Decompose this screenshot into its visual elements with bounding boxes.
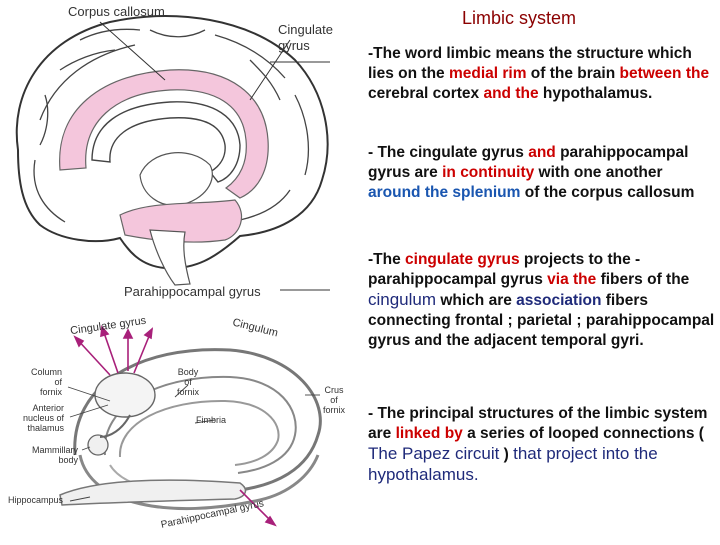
label-fimbria: Fimbria [196,415,227,425]
medial-brain-figure: Corpus callosum Cingulate gyrus Parahipp… [0,0,340,300]
label-mammillary-body: Mammillary body [32,445,78,465]
label-cingulate-gyrus-line1: Cingulate [278,22,333,37]
label-column-of-fornix: Column of fornix [30,367,62,397]
label-anterior-nucleus-thalamus: Anterior nucleus of thalamus [22,403,64,433]
label-corpus-callosum: Corpus callosum [68,4,165,19]
medial-brain-drawing [15,15,330,291]
paragraph-cingulum: -The cingulate gyrus projects to the - p… [368,251,715,349]
label-body-of-fornix: Body of fornix [176,367,199,397]
paragraph-cingulate-continuity: - The cingulate gyrus and parahippocampa… [368,144,695,201]
fornix-drawing [59,325,322,527]
fornix-figure: Cingulate gyrus Cingulum Column of forni… [0,305,350,540]
page-title: Limbic system [462,8,577,28]
label-crus-of-fornix: Crus of fornix [322,385,345,415]
paragraph-papez-circuit: - The principal structures of the limbic… [368,405,708,484]
cingulate-gyrus-region [59,69,269,199]
corpus-callosum [91,101,241,183]
paragraph-definition: -The word limbic means the structure whi… [368,45,710,102]
label-hippocampus: Hippocampus [8,495,64,505]
label-parahippocampal-gyrus: Parahippocampal gyrus [124,284,261,299]
label-cingulate-gyrus-line2: gyrus [278,38,310,53]
